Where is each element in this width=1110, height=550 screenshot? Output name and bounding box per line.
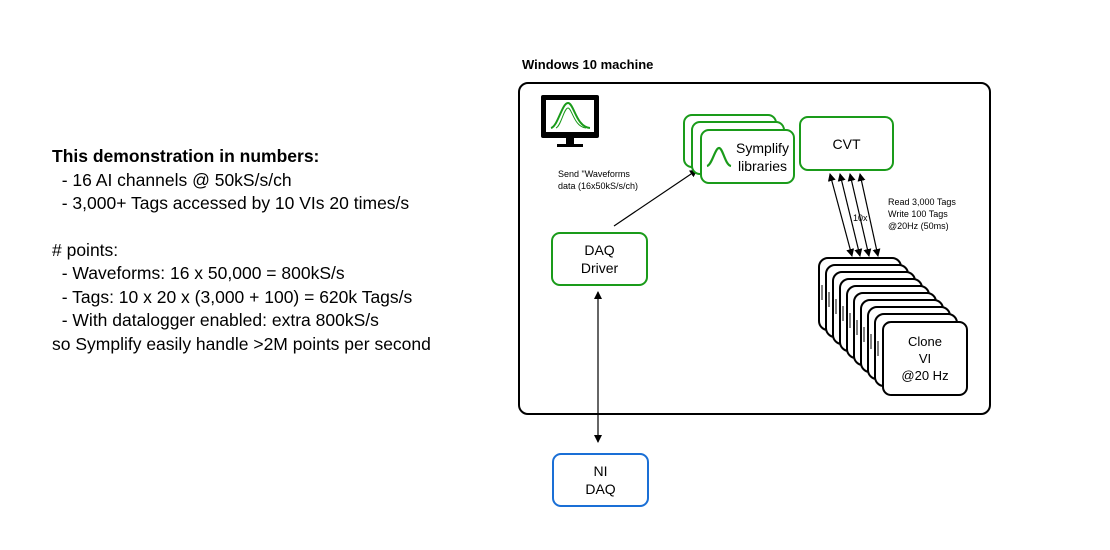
machine-title: Windows 10 machine <box>522 57 654 72</box>
arrow-cvt-clone <box>857 173 881 257</box>
symplify-libraries-node: Symplify libraries <box>700 129 795 184</box>
machine-frame <box>518 82 991 415</box>
summary-panel: This demonstration in numbers: - 16 AI c… <box>52 145 512 356</box>
read-write-label: Read 3,000 Tags Write 100 Tags @20Hz (50… <box>888 197 956 231</box>
daq-driver-label: DAQ Driver <box>580 242 619 276</box>
symplify-label: Symplify libraries <box>736 139 789 174</box>
clone-vi-node: Clone VI @20 Hz <box>882 321 968 396</box>
waveform-icon <box>706 146 732 167</box>
summary-heading: This demonstration in numbers: <box>52 146 320 166</box>
summary-line: - 16 AI channels @ 50kS/s/ch <box>52 169 292 190</box>
monitor-icon <box>541 95 599 147</box>
clone-vi-stack-arrows <box>821 285 879 356</box>
ni-daq-node: NI DAQ <box>552 453 649 507</box>
arrow-daq-to-symplify <box>613 169 698 227</box>
send-waveforms-label: Send "Waveforms data (16x50kS/s/ch) <box>558 169 639 191</box>
points-heading: # points: <box>52 239 119 260</box>
clone-vi-label: Clone VI @20 Hz <box>901 334 949 383</box>
points-line: - Waveforms: 16 x 50,000 = 800kS/s <box>52 263 345 283</box>
summary-conclusion: so Symplify easily handle >2M points per… <box>52 333 431 354</box>
ni-daq-label: NI DAQ <box>585 463 616 497</box>
points-line: - Tags: 10 x 20 x (3,000 + 100) = 620k T… <box>52 286 413 307</box>
points-line: - With datalogger enabled: extra 800kS/s <box>52 310 379 330</box>
summary-line: - 3,000+ Tags accessed by 10 VIs 20 time… <box>52 193 410 213</box>
arrow-cvt-clone <box>827 173 855 257</box>
daq-driver-node: DAQ Driver <box>551 232 648 286</box>
cvt-node: CVT <box>799 116 894 171</box>
multiplier-label: 10x <box>853 213 868 223</box>
cvt-label: CVT <box>832 135 861 152</box>
